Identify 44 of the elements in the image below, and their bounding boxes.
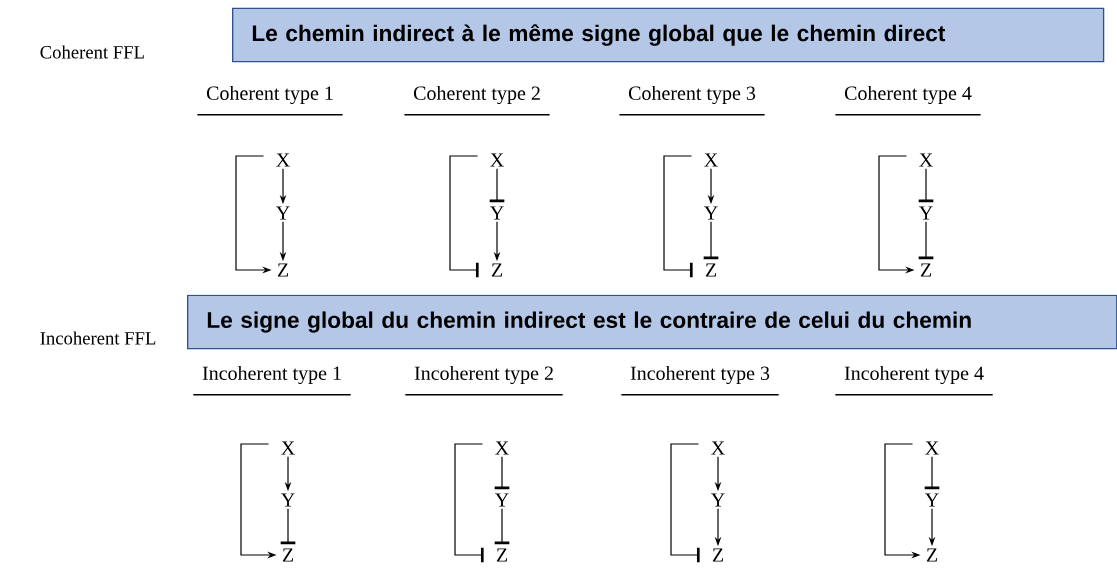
gene-letter: Z (491, 263, 502, 277)
inhibition-line (494, 508, 510, 545)
inhibition-line (924, 456, 940, 490)
gene-letter: Y (276, 206, 290, 220)
gene-letter: Y (495, 493, 509, 507)
gene-letter: X (490, 153, 504, 167)
gene-letter: X (925, 441, 939, 455)
statement-banner: Le signe global du chemin indirect est le contraire de celui du chemin (187, 294, 1117, 350)
group-title: Incoherent FFL (40, 331, 156, 345)
inhibition-line (489, 168, 505, 203)
gene-letter: Z (277, 263, 288, 277)
inhibition-line (449, 155, 479, 278)
inhibition-line (703, 221, 719, 260)
gene-letter: X (704, 153, 718, 167)
column-heading: Coherent type 1 (206, 85, 333, 105)
gene-letter: X (919, 153, 933, 167)
inhibition-line (454, 443, 484, 563)
gene-letter: X (281, 441, 295, 455)
gene-letter: Y (490, 206, 504, 220)
gene-letter: Y (925, 493, 939, 507)
gene-letter: Y (704, 206, 718, 220)
gene-letter: Z (920, 263, 932, 277)
gene-letter: Y (281, 493, 295, 507)
inhibition-line (918, 221, 934, 260)
inhibition-line (280, 508, 296, 545)
gene-letter: Z (926, 548, 938, 562)
group-title: Coherent FFL (40, 45, 144, 59)
statement-banner: Le chemin indirect à le même signe global que le chemin direct (232, 7, 1105, 63)
column-heading: Coherent type 4 (844, 85, 972, 105)
gene-letter: X (495, 441, 509, 455)
inhibition-line (494, 456, 510, 490)
inhibition-line (663, 155, 693, 278)
gene-letter: Y (711, 493, 725, 507)
inhibition-line (918, 168, 934, 203)
column-heading: Coherent type 3 (628, 85, 756, 105)
gene-letter: Y (919, 206, 933, 220)
gene-letter: Z (712, 548, 724, 562)
gene-letter: Z (496, 548, 507, 562)
gene-letter: X (276, 153, 290, 167)
column-heading: Coherent type 2 (413, 85, 540, 105)
gene-letter: Z (705, 263, 716, 277)
gene-letter: X (711, 441, 725, 455)
gene-letter: Z (282, 548, 293, 562)
inhibition-line (670, 443, 700, 563)
